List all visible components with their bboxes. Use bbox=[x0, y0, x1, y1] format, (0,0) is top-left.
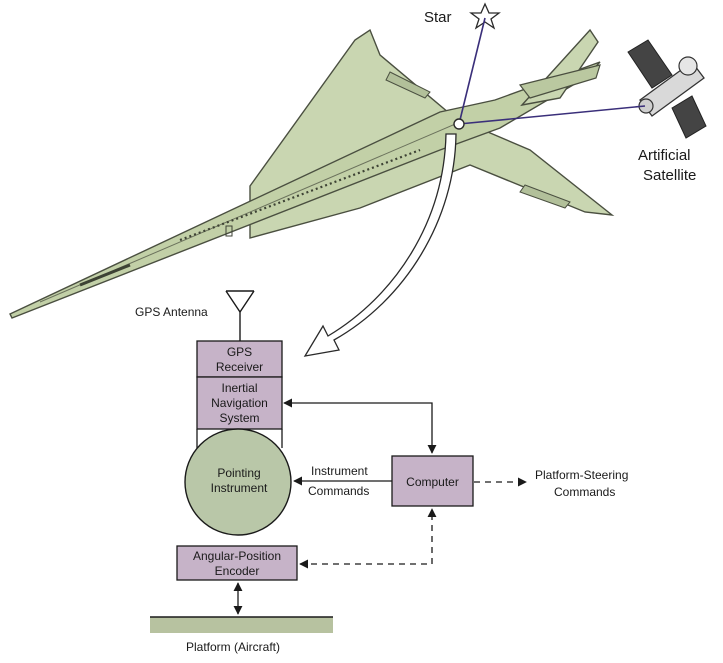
platform-steering-label-line-2: Commands bbox=[554, 485, 615, 499]
inertial-navigation-system-block: Inertial Navigation System bbox=[196, 376, 283, 430]
satellite-label-line-2: Satellite bbox=[643, 167, 696, 184]
platform-aircraft bbox=[150, 616, 333, 633]
star-label: Star bbox=[424, 9, 452, 26]
platform-label: Platform (Aircraft) bbox=[186, 640, 280, 654]
encoder-computer-link bbox=[299, 508, 437, 569]
zoom-arrow bbox=[303, 133, 457, 357]
star-sight-line bbox=[458, 17, 486, 125]
computer-label: Computer bbox=[406, 475, 459, 489]
ins-label-line-1: Inertial bbox=[221, 381, 257, 395]
instrument-commands-label-line-2: Commands bbox=[308, 484, 369, 498]
platform-steering-label-line-1: Platform-Steering bbox=[535, 468, 628, 482]
gps-antenna-label: GPS Antenna bbox=[135, 305, 208, 319]
computer-block: Computer bbox=[391, 455, 474, 507]
gps-receiver-block: GPS Receiver bbox=[196, 340, 283, 378]
gps-receiver-label-line-2: Receiver bbox=[216, 360, 263, 374]
ins-label-line-3: System bbox=[219, 411, 259, 425]
encoder-label-line-1: Angular-Position bbox=[193, 549, 281, 563]
satellite-icon bbox=[627, 39, 707, 139]
pointing-instrument-block: Pointing Instrument bbox=[184, 428, 292, 536]
ins-computer-link bbox=[283, 398, 437, 454]
gps-antenna-icon bbox=[225, 290, 255, 341]
instrument-commands-label-line-1: Instrument bbox=[311, 464, 368, 478]
aircraft-illustration bbox=[9, 28, 615, 319]
satellite-sight-line bbox=[458, 105, 646, 125]
satellite-label-line-1: Artificial bbox=[638, 147, 691, 164]
pointing-instrument-label-line-1: Pointing bbox=[217, 466, 260, 480]
gps-receiver-label-line-1: GPS bbox=[227, 345, 252, 359]
angular-position-encoder-block: Angular-Position Encoder bbox=[176, 545, 298, 581]
pointing-instrument-label-line-2: Instrument bbox=[211, 481, 268, 495]
ins-label-line-2: Navigation bbox=[211, 396, 268, 410]
instrument-location-marker bbox=[453, 118, 465, 130]
encoder-label-line-2: Encoder bbox=[215, 564, 260, 578]
star-icon bbox=[469, 2, 501, 30]
